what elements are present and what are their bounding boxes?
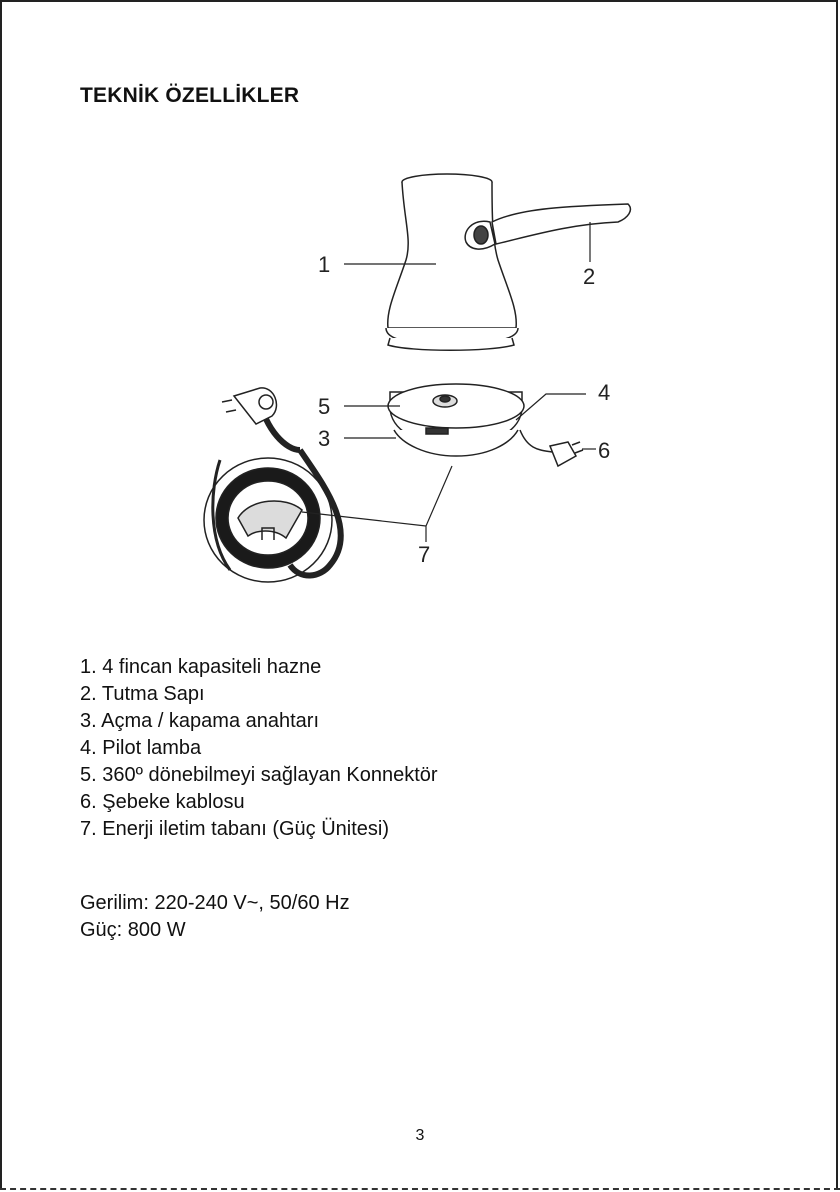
callout-7: 7 xyxy=(418,542,430,567)
callout-6: 6 xyxy=(598,438,610,463)
list-item: 5. 360º dönebilmeyi sağlayan Konnektör xyxy=(80,762,438,789)
callout-1: 1 xyxy=(318,252,330,277)
callout-3: 3 xyxy=(318,426,330,451)
product-diagram: 1 2 3 4 5 6 7 xyxy=(190,160,650,600)
parts-list: 1. 4 fincan kapasiteli hazne 2. Tutma Sa… xyxy=(80,654,438,843)
callout-2: 2 xyxy=(583,264,595,289)
page-title: TEKNİK ÖZELLİKLER xyxy=(80,84,299,108)
list-item: 7. Enerji iletim tabanı (Güç Ünitesi) xyxy=(80,816,438,843)
electrical-specs: Gerilim: 220-240 V~, 50/60 Hz Güç: 800 W xyxy=(80,890,350,944)
voltage-spec: Gerilim: 220-240 V~, 50/60 Hz xyxy=(80,890,350,917)
list-item: 3. Açma / kapama anahtarı xyxy=(80,708,438,735)
list-item: 2. Tutma Sapı xyxy=(80,681,438,708)
plug-left xyxy=(222,388,276,424)
page-bottom-rule xyxy=(0,1188,840,1190)
callout-5: 5 xyxy=(318,394,330,419)
list-item: 1. 4 fincan kapasiteli hazne xyxy=(80,654,438,681)
power-base xyxy=(388,384,524,456)
list-item: 6. Şebeke kablosu xyxy=(80,789,438,816)
page-number: 3 xyxy=(0,1127,840,1145)
callout-4: 4 xyxy=(598,380,610,405)
list-item: 4. Pilot lamba xyxy=(80,735,438,762)
pot-body xyxy=(386,174,518,350)
mains-cable xyxy=(520,430,583,466)
power-spec: Güç: 800 W xyxy=(80,917,350,944)
